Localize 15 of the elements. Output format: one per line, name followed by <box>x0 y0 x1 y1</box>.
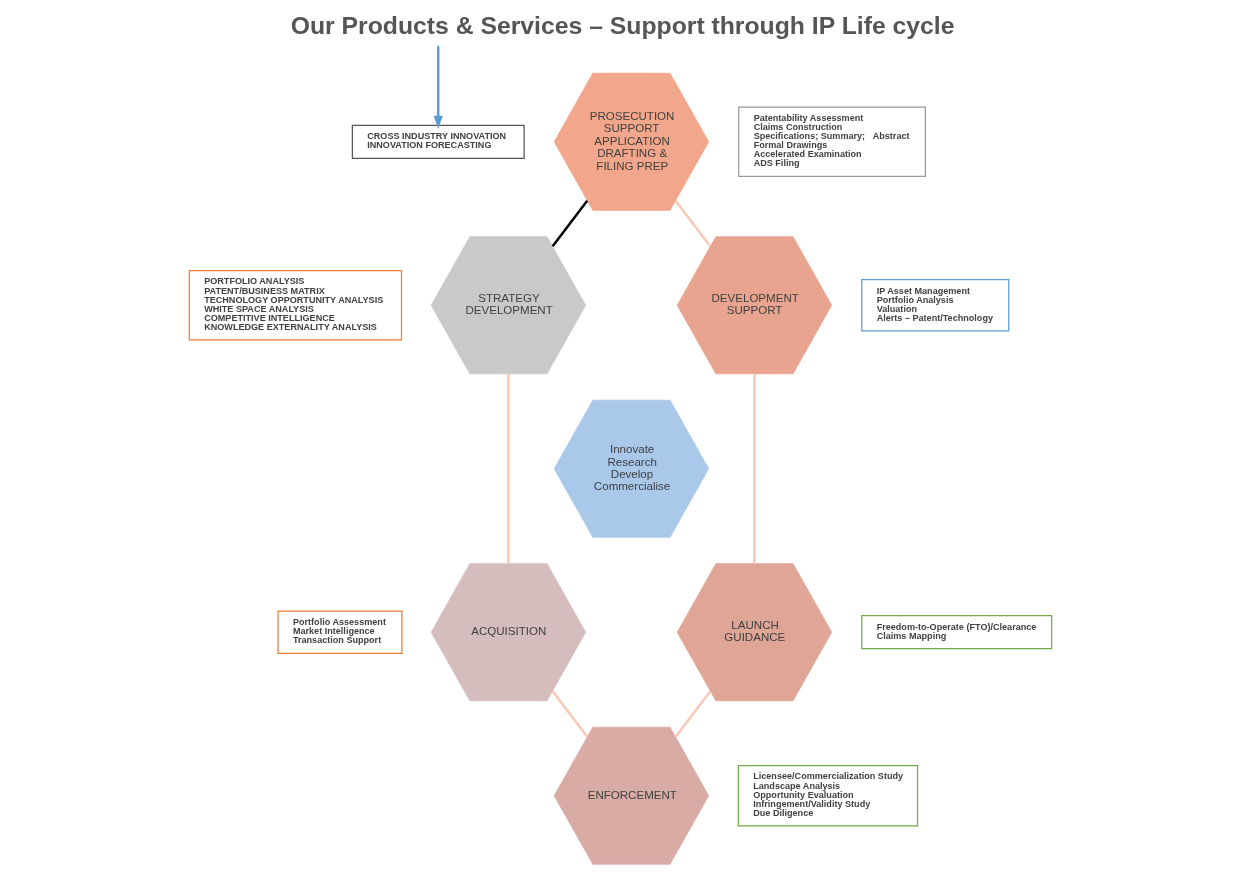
node-box: Patentability Assessment Claims Construction Specifications; Summary; Abstract Formal Drawings Accelerated Examination ADS Filing <box>737 106 926 178</box>
node-box: IP Asset Management Portfolio Analysis Valuation Alerts – Patent/Technology <box>860 279 1009 332</box>
connector <box>752 373 756 564</box>
node-box: Licensee/Commercialization Study Landscape Analysis Opportunity Evaluation Infringement/Validity Study Due Diligence <box>737 764 918 827</box>
connector <box>674 200 711 247</box>
node-box: Portfolio Assessment Market Intelligence Transaction Support <box>276 610 403 654</box>
arrow <box>433 46 443 129</box>
connector <box>674 690 711 738</box>
connector <box>551 690 588 738</box>
node-box: Freedom-to-Operate (FTO)/Clearance Claims Mapping <box>860 615 1052 650</box>
connector <box>551 200 588 247</box>
diagram-title: Our Products & Services – Support through IP Life cycle <box>290 12 954 40</box>
connector <box>506 373 510 564</box>
node-box: PORTFOLIO ANALYSIS PATENT/BUSINESS MATRIX TECHNOLOGY OPPORTUNITY ANALYSIS WHITE SPACE ANALYSIS COMPETITIVE INTELLIGENCE KNOWLEDGE EXTERNALITY ANALYSIS <box>188 269 402 341</box>
node-box: CROSS INDUSTRY INNOVATION INNOVATION FORECASTING <box>351 124 525 159</box>
